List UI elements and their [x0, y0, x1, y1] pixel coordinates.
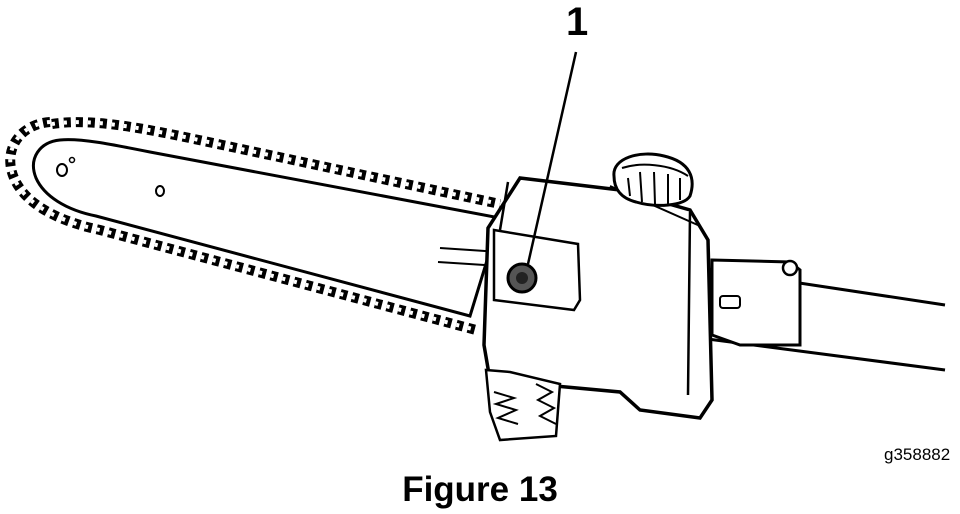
- housing-foot: [619, 391, 714, 420]
- callout-number: 1: [566, 0, 589, 44]
- callout-leader: [526, 51, 578, 265]
- bar-hole-rear: [155, 185, 165, 197]
- figure-caption: Figure 13: [402, 470, 558, 509]
- bar-hole-front: [56, 163, 68, 177]
- guide-bar: [32, 138, 502, 318]
- oil-cap: [612, 152, 694, 207]
- side-cover: [492, 228, 582, 312]
- graphic-code: g358882: [884, 445, 951, 464]
- bar-hole-small: [68, 156, 76, 164]
- clamp-pin: [781, 259, 799, 277]
- clamp-slot: [719, 295, 741, 309]
